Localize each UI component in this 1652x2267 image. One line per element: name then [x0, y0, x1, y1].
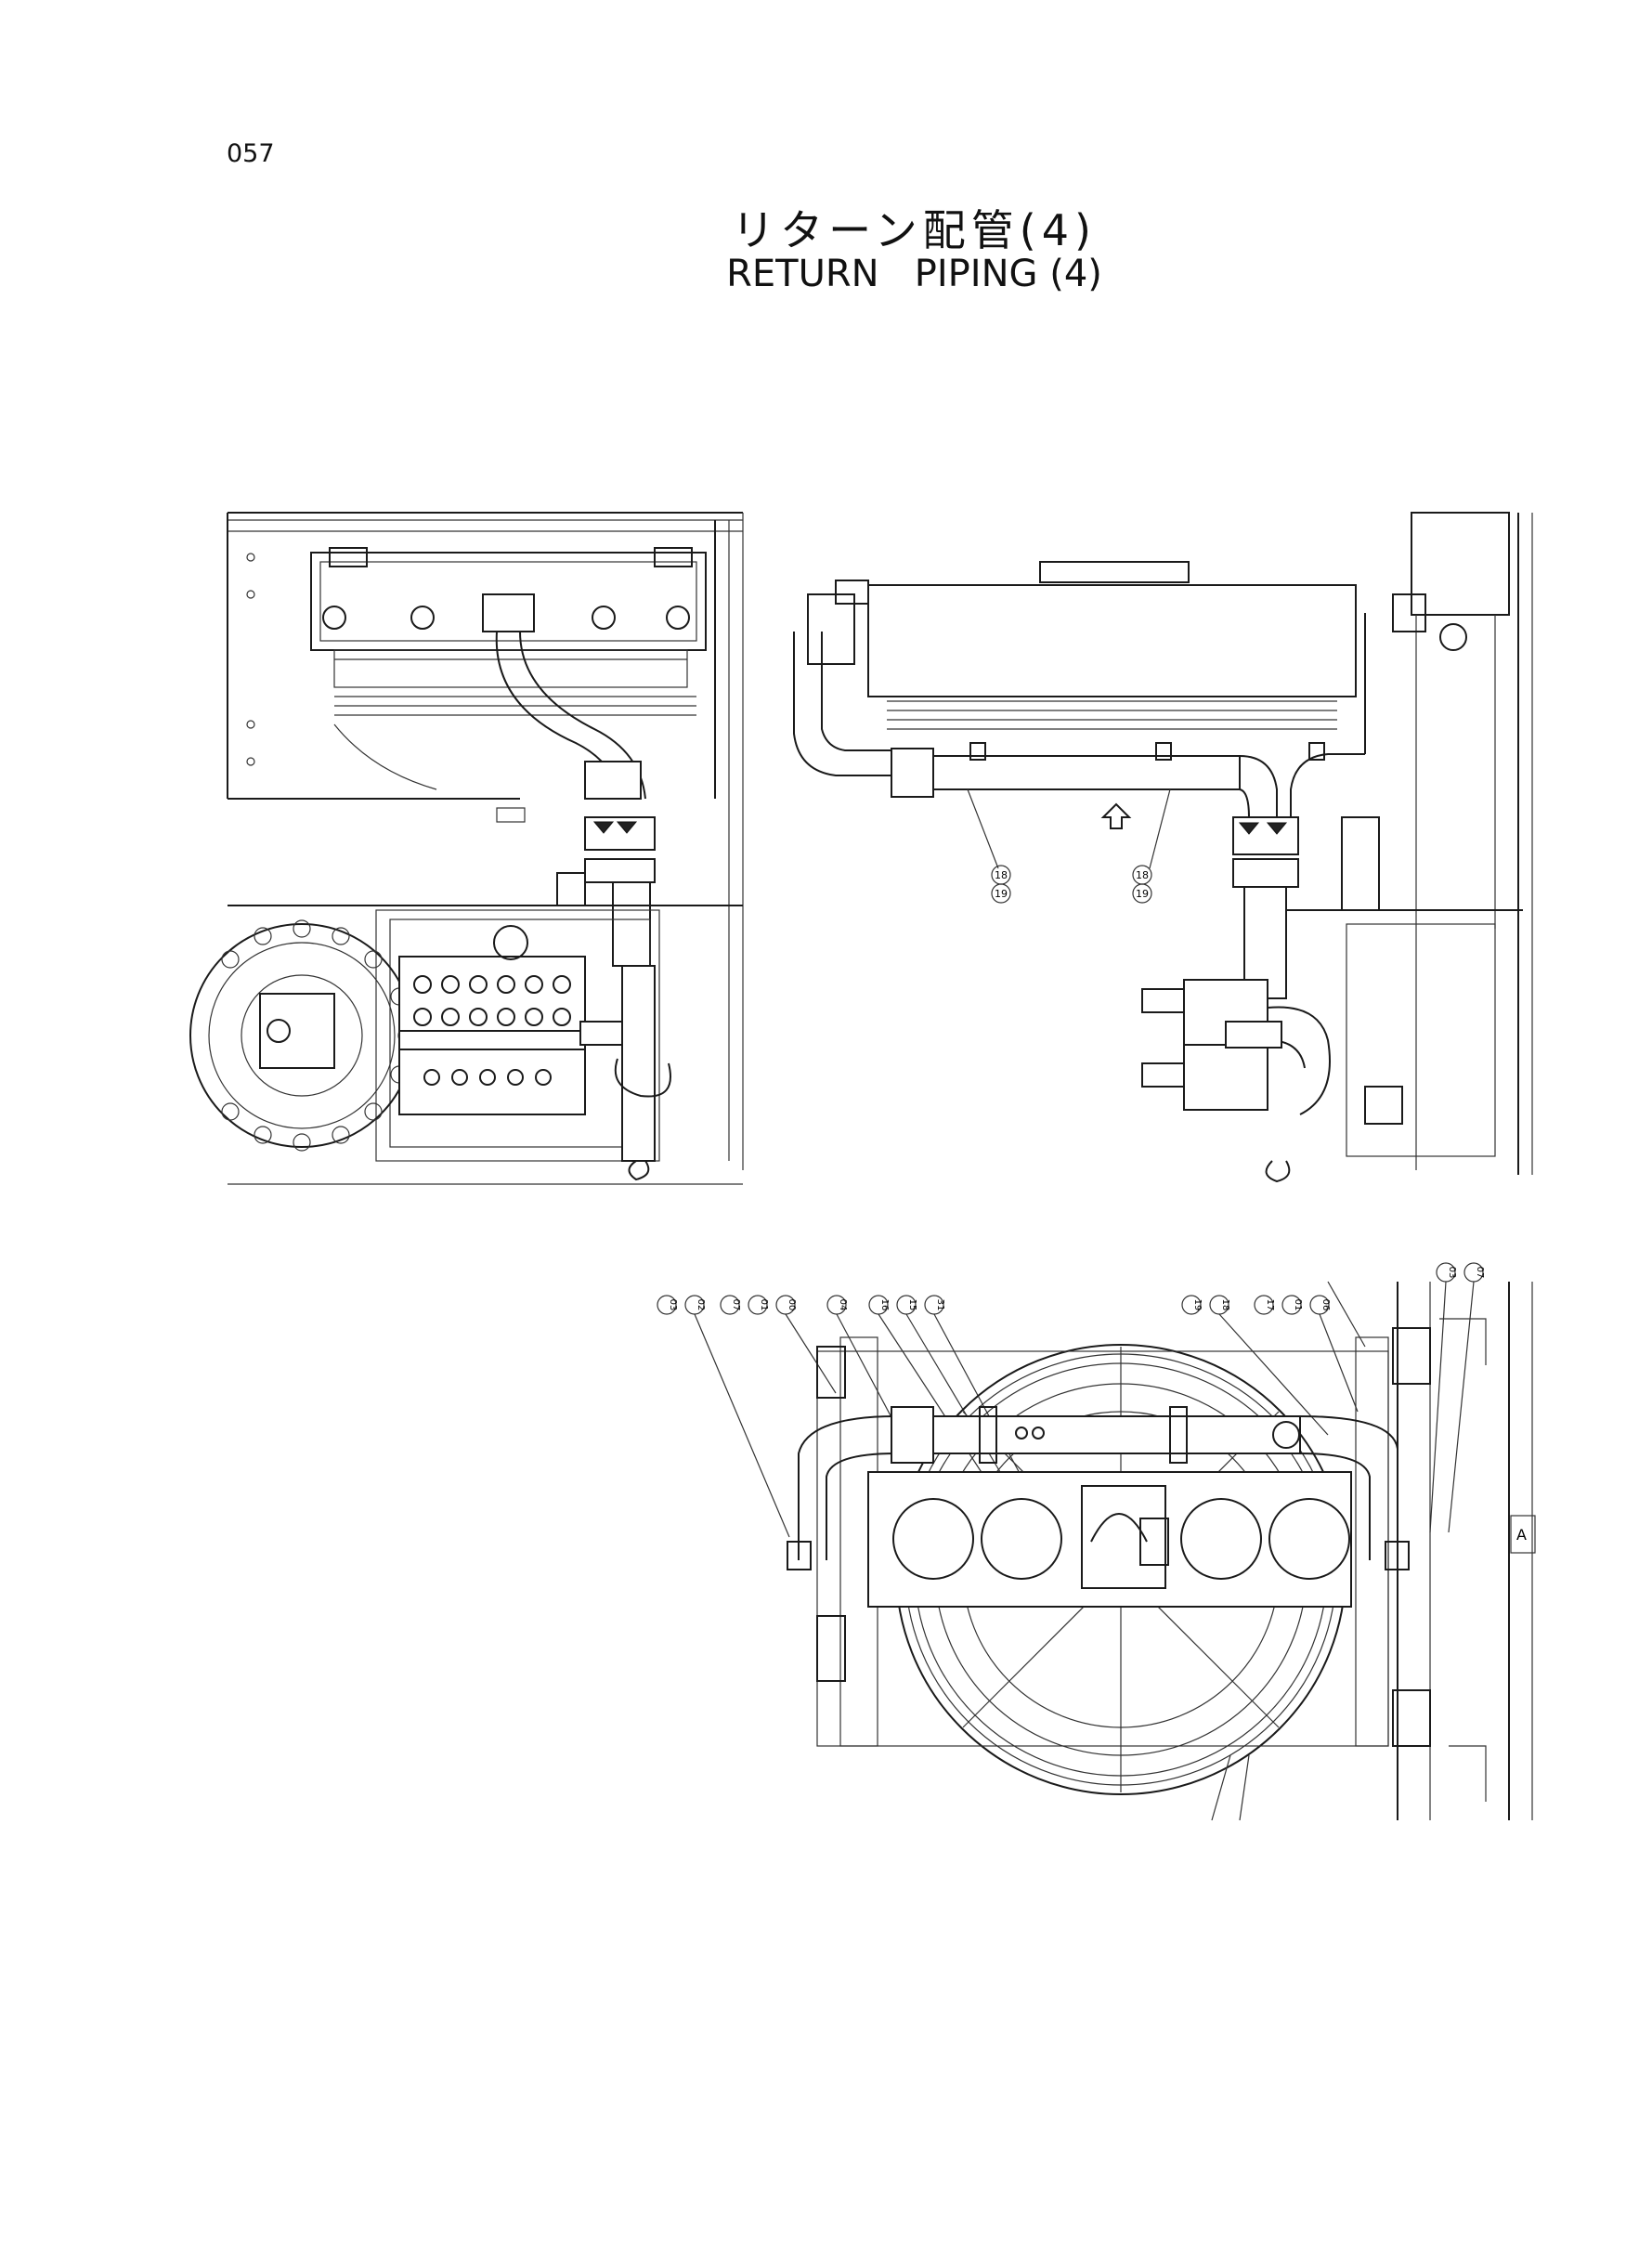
callout-label: 03 — [668, 1299, 678, 1311]
callout-label: 19 — [995, 888, 1008, 900]
callout-label: 16 — [879, 1299, 890, 1311]
callout-label: 19 — [1136, 888, 1149, 900]
callout-label: 01 — [1293, 1299, 1303, 1311]
callout-label: 01 — [759, 1299, 769, 1311]
bottom-view: A — [657, 1262, 1536, 1821]
callout-label: 07 — [731, 1299, 741, 1311]
callout-label: 18 — [1220, 1299, 1230, 1311]
callout-label: 00 — [787, 1299, 797, 1311]
callout-label: 18 — [995, 869, 1008, 881]
callout-label: 04 — [838, 1299, 848, 1311]
top-left-view — [189, 512, 744, 1185]
callout-label: 15 — [907, 1299, 917, 1311]
section-marker: A — [1516, 1526, 1527, 1544]
title-japanese: リターン配管(4) — [732, 205, 1097, 255]
callout-label: 03 — [1447, 1267, 1457, 1279]
callout-label: 19 — [1192, 1299, 1203, 1311]
callout-label: 07 — [1475, 1267, 1485, 1279]
callout-group-top-right: 18 19 18 19 — [991, 865, 1152, 904]
callout-label: 02 — [696, 1299, 706, 1311]
title-english: RETURN PIPING (4) — [726, 253, 1102, 295]
page-number: 057 — [227, 139, 275, 168]
callout-group-bottom — [657, 1262, 1484, 1315]
top-right-view: 18 19 18 19 — [793, 512, 1533, 1183]
callout-label: 31 — [935, 1299, 945, 1311]
callout-label: 17 — [1265, 1299, 1275, 1311]
callout-label: 06 — [1320, 1299, 1331, 1311]
callout-label: 18 — [1136, 869, 1149, 881]
